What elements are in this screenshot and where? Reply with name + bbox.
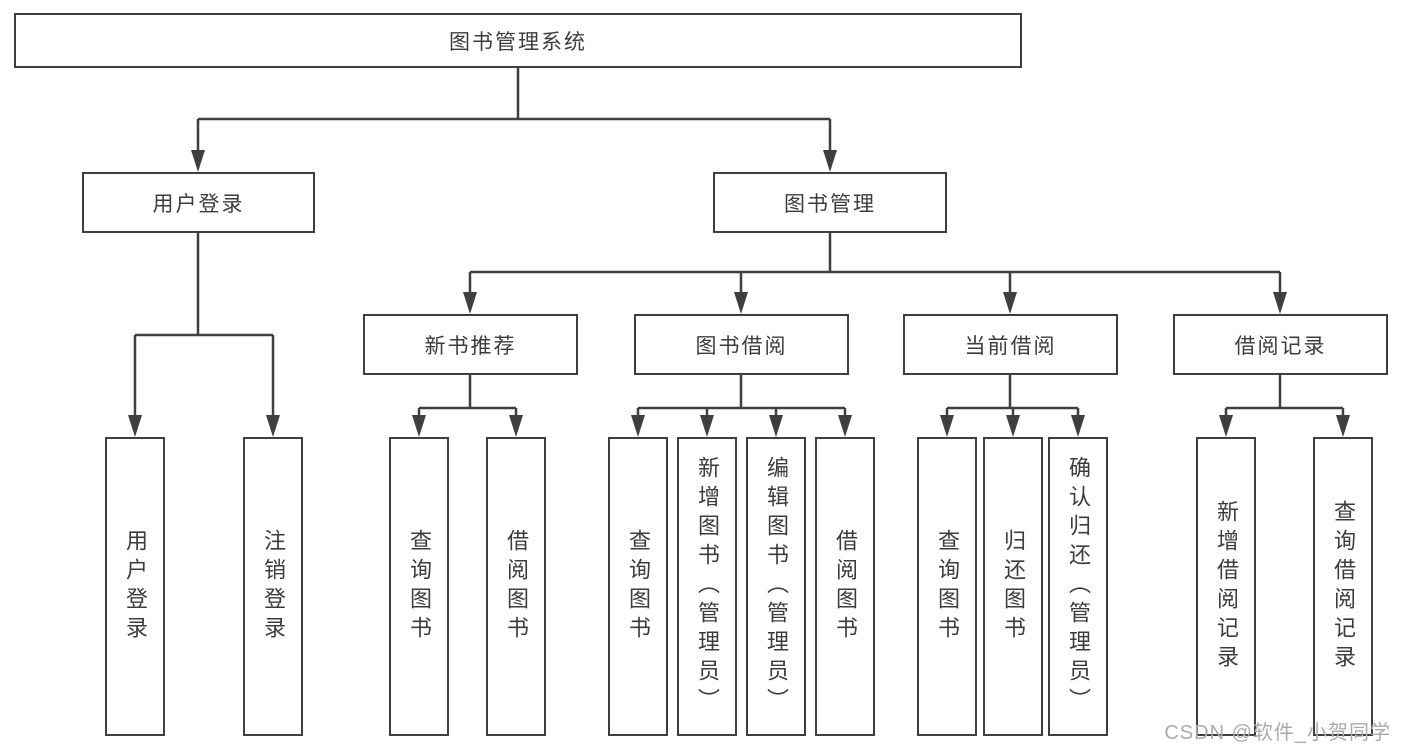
leaf-recommend-query-books-label: 查询图书 <box>407 528 432 645</box>
leaf-edit-book-admin-label: 编辑图书（管理员） <box>764 456 789 717</box>
leaf-recommend-borrow-books-label: 借阅图书 <box>504 528 529 645</box>
leaf-return-book: 归还图书 <box>983 437 1043 736</box>
csdn-watermark: CSDN @软件_小贺同学 <box>1164 722 1391 744</box>
arrowheads <box>128 150 1350 437</box>
leaf-current-query-books: 查询图书 <box>917 437 977 736</box>
connector-new-books-children <box>417 375 518 416</box>
node-user-login: 用户登录 <box>82 172 315 233</box>
leaf-edit-book-admin: 编辑图书（管理员） <box>746 437 806 736</box>
leaf-recommend-query-books: 查询图书 <box>389 437 449 736</box>
leaf-logout-label: 注销登录 <box>261 528 286 645</box>
leaf-query-borrow-record-label: 查询借阅记录 <box>1331 499 1356 674</box>
leaf-confirm-return-admin: 确认归还（管理员） <box>1048 437 1108 736</box>
connector-root-to-level2 <box>196 68 832 151</box>
leaf-query-borrow-record: 查询借阅记录 <box>1313 437 1373 736</box>
leaf-add-borrow-record: 新增借阅记录 <box>1196 437 1256 736</box>
node-book-management: 图书管理 <box>713 172 947 233</box>
leaf-user-login-label: 用户登录 <box>123 528 148 645</box>
node-book-borrowing: 图书借阅 <box>634 314 849 375</box>
leaf-logout: 注销登录 <box>243 437 303 736</box>
leaf-confirm-return-admin-label: 确认归还（管理员） <box>1066 456 1091 717</box>
node-borrowing-records: 借阅记录 <box>1173 314 1388 375</box>
leaf-recommend-borrow-books: 借阅图书 <box>486 437 546 736</box>
leaf-user-login: 用户登录 <box>105 437 165 736</box>
leaf-borrow-book: 借阅图书 <box>815 437 875 736</box>
leaf-return-book-label: 归还图书 <box>1001 528 1026 645</box>
leaf-add-book-admin: 新增图书（管理员） <box>677 437 737 736</box>
connector-user-login-children <box>133 233 275 416</box>
connector-book-borrow-children <box>636 375 847 416</box>
leaf-borrowing-query-books-label: 查询图书 <box>626 528 651 645</box>
leaf-current-query-books-label: 查询图书 <box>935 528 960 645</box>
node-new-book-recommend: 新书推荐 <box>363 314 578 375</box>
connector-current-borrow-children <box>945 375 1080 416</box>
node-root-system: 图书管理系统 <box>14 13 1022 68</box>
leaf-borrowing-query-books: 查询图书 <box>608 437 668 736</box>
connector-borrow-records-children <box>1224 375 1345 416</box>
node-current-borrowing: 当前借阅 <box>903 314 1118 375</box>
connector-book-mgmt-to-level3 <box>468 233 1282 293</box>
leaf-add-borrow-record-label: 新增借阅记录 <box>1214 499 1239 674</box>
leaf-add-book-admin-label: 新增图书（管理员） <box>695 456 720 717</box>
leaf-borrow-book-label: 借阅图书 <box>833 528 858 645</box>
